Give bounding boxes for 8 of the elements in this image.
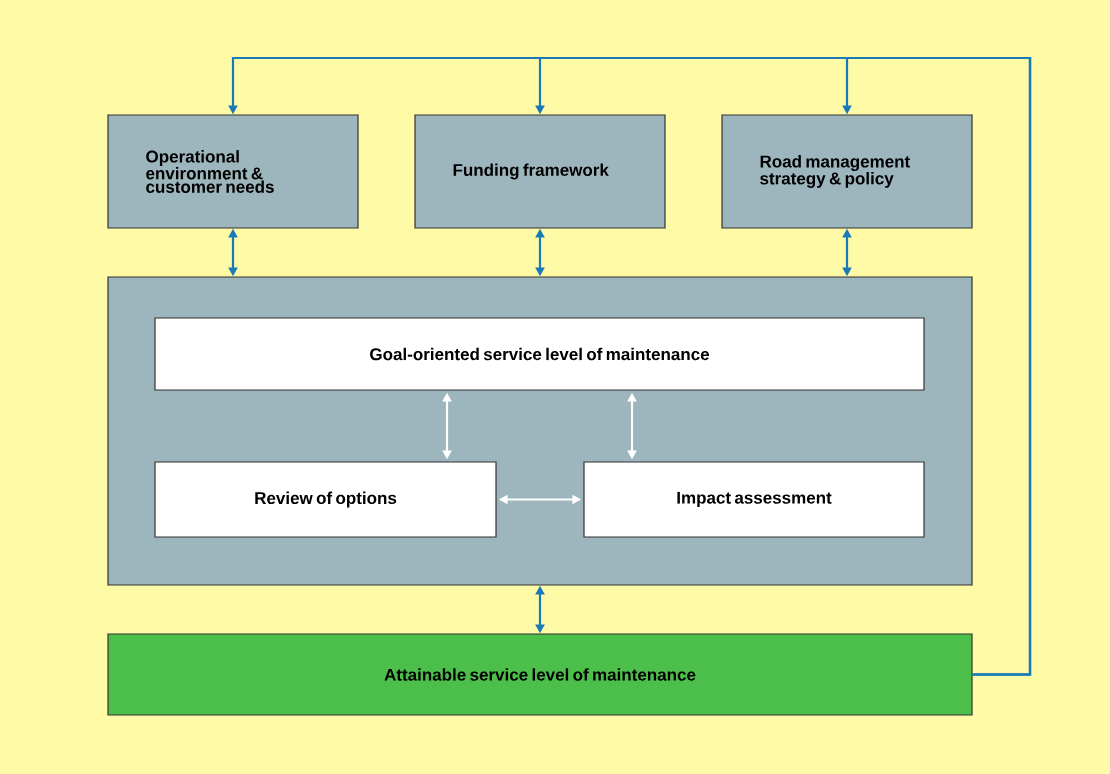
result-box: Attainable service level of maintenance (107, 633, 973, 716)
process-box: Road management strategy & policy (721, 114, 973, 229)
process-box: Operational environment & customer needs (107, 114, 359, 229)
arrow (842, 56, 1032, 676)
process-box: Goal-oriented service level of maintenance (154, 317, 925, 391)
process-box: Funding framework (414, 114, 666, 229)
process-box: Impact assessment (583, 461, 925, 538)
process-box: Review of options (154, 461, 497, 538)
